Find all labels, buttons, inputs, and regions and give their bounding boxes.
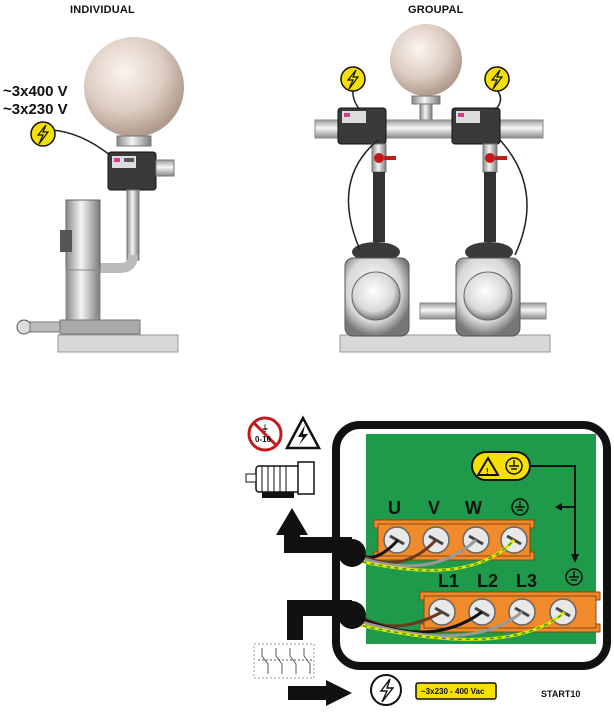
terminal-label-v: V [428, 498, 440, 518]
wiring-diagram: ! U V W L1 L2 L3 [245, 415, 611, 706]
controller-individual [107, 151, 175, 191]
line-terminal-block [419, 591, 601, 633]
supply-voltage-label: ~3x230 - 400 Vac [421, 687, 485, 696]
svg-text:⏚: ⏚ [261, 424, 269, 433]
pump-base [57, 334, 179, 353]
voltage-230: ~3x230 V [3, 101, 68, 118]
warning-ground-badge: ! [471, 451, 531, 481]
switch-icon [253, 643, 315, 679]
vertical-pump [16, 199, 141, 335]
warning-icon [476, 456, 500, 476]
warning-icon [284, 415, 322, 450]
model-label: START10 [541, 689, 581, 699]
controller-group-1 [337, 107, 387, 145]
ground-icon [565, 568, 583, 586]
motor-icon [245, 461, 315, 498]
lightning-icon [484, 66, 510, 92]
line-wires [354, 610, 566, 641]
svg-text:!: ! [486, 467, 489, 476]
groupal-installation [314, 24, 551, 353]
individual-installation [16, 37, 184, 353]
terminal-label-l3: L3 [516, 571, 537, 591]
terminal-label-u: U [388, 498, 401, 518]
lightning-icon [370, 674, 402, 706]
terminal-label-l1: L1 [438, 571, 459, 591]
lightning-icon [30, 121, 56, 147]
motor-cable-arrow [276, 508, 352, 553]
pressure-vessel [84, 37, 184, 137]
lightning-icon [340, 66, 366, 92]
terminal-label-l2: L2 [477, 571, 498, 591]
title-individual: INDIVIDUAL [70, 4, 135, 16]
no-ground-label: 0-16 [255, 435, 272, 444]
group-base [339, 334, 551, 353]
ground-icon [511, 498, 529, 516]
no-ground-icon: 0-16 ⏚ [247, 416, 283, 452]
line-cable [287, 600, 352, 640]
supply-voltage-badge: ~3x230 - 400 Vac [415, 682, 497, 700]
pump-1 [344, 242, 410, 337]
voltage-400: ~3x400 V [3, 83, 68, 100]
pump-2 [455, 242, 521, 337]
controller-group-2 [451, 107, 501, 145]
pipe-vertical [126, 189, 140, 261]
ground-icon [505, 457, 523, 475]
terminal-label-w: W [465, 498, 482, 518]
pressure-vessel-group [390, 24, 462, 96]
title-groupal: GROUPAL [408, 4, 464, 16]
supply-arrow [288, 680, 352, 706]
